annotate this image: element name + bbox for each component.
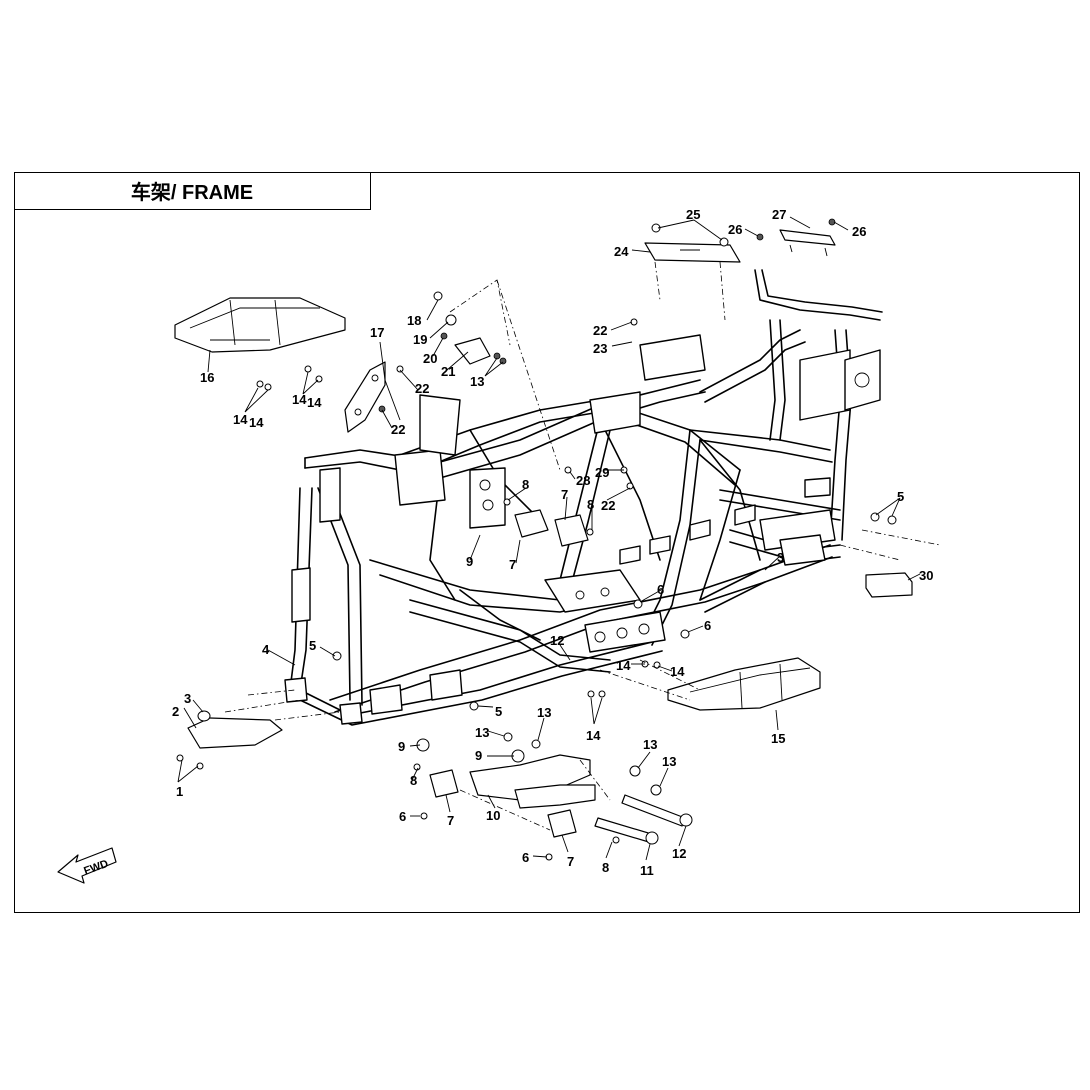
callout-25: 25 [686, 207, 700, 222]
callout-28: 28 [576, 473, 590, 488]
fasteners [176, 218, 897, 861]
callout-14f: 14 [670, 664, 685, 679]
callout-6b: 6 [704, 618, 711, 633]
callout-14d: 14 [307, 395, 322, 410]
callout-16: 16 [200, 370, 214, 385]
part-21-bracket [454, 337, 491, 365]
title-box: 车架/ FRAME [14, 172, 371, 210]
callout-6: 6 [657, 582, 664, 597]
callout-8b: 8 [587, 497, 594, 512]
part-11-long-bolt [594, 817, 659, 845]
callout-9: 9 [466, 554, 473, 569]
callout-23: 23 [593, 341, 607, 356]
part-15-rear-carrier [667, 657, 821, 711]
part-30-block [865, 572, 913, 598]
callout-7d: 7 [567, 854, 574, 869]
callout-13b: 13 [475, 725, 489, 740]
callout-13c: 13 [537, 705, 551, 720]
callout-9c: 9 [475, 748, 482, 763]
callout-9b: 9 [398, 739, 405, 754]
callout-5b: 5 [495, 704, 502, 719]
callout-15: 15 [771, 731, 785, 746]
callout-3: 3 [184, 691, 191, 706]
callout-13d: 13 [643, 737, 657, 752]
callout-13: 13 [470, 374, 484, 389]
callout-8c: 8 [410, 773, 417, 788]
callout-3b: 3 [777, 550, 784, 565]
callout-14a: 14 [233, 412, 248, 427]
callout-14c: 14 [292, 392, 307, 407]
callout-22c: 22 [593, 323, 607, 338]
part-27-bracket [779, 229, 836, 257]
callout-6d: 6 [522, 850, 529, 865]
main-frame [284, 269, 883, 726]
callout-20: 20 [423, 351, 437, 366]
callout-13e: 13 [662, 754, 676, 769]
callout-1: 1 [176, 784, 183, 799]
diagram-border [14, 172, 1080, 913]
callout-30: 30 [919, 568, 933, 583]
callout-14e: 14 [616, 658, 631, 673]
callout-22d: 22 [601, 498, 615, 513]
callout-5: 5 [309, 638, 316, 653]
part-17-bracket [344, 361, 386, 433]
callout-4: 4 [262, 642, 270, 657]
callout-labels: 1 2 3 4 5 5 5 6 6 6 6 7 7 7 7 8 8 8 8 9 … [172, 207, 933, 878]
callout-17: 17 [370, 325, 384, 340]
callout-8: 8 [522, 477, 529, 492]
part-1-2-3-mount [187, 710, 283, 749]
callout-26b: 26 [852, 224, 866, 239]
callout-7c: 7 [447, 813, 454, 828]
part-10-link [469, 754, 596, 809]
callout-26: 26 [728, 222, 742, 237]
part-7-engine-mounts [429, 509, 589, 838]
diagram-title: 车架/ FRAME [130, 182, 254, 204]
leader-lines [177, 216, 921, 861]
callout-8d: 8 [602, 860, 609, 875]
callout-22: 22 [415, 381, 429, 396]
callout-7b: 7 [509, 557, 516, 572]
callout-5c: 5 [897, 489, 904, 504]
callout-12b: 12 [550, 633, 564, 648]
callout-24: 24 [614, 244, 629, 259]
callout-18: 18 [407, 313, 421, 328]
callout-22b: 22 [391, 422, 405, 437]
callout-29: 29 [595, 465, 609, 480]
callout-2: 2 [172, 704, 179, 719]
callout-21: 21 [441, 364, 455, 379]
callout-10: 10 [486, 808, 500, 823]
callout-19: 19 [413, 332, 427, 347]
callout-27: 27 [772, 207, 786, 222]
assembly-lines [224, 261, 941, 831]
callout-12: 12 [672, 846, 686, 861]
part-16-front-carrier [174, 297, 346, 353]
callout-14g: 14 [586, 728, 601, 743]
fwd-arrow-icon: FWD [57, 847, 117, 884]
callout-11: 11 [640, 863, 654, 878]
callout-14b: 14 [249, 415, 264, 430]
part-24-plate [644, 242, 741, 263]
part-12-long-bolt [621, 794, 693, 827]
callout-7: 7 [561, 487, 568, 502]
callout-6c: 6 [399, 809, 406, 824]
